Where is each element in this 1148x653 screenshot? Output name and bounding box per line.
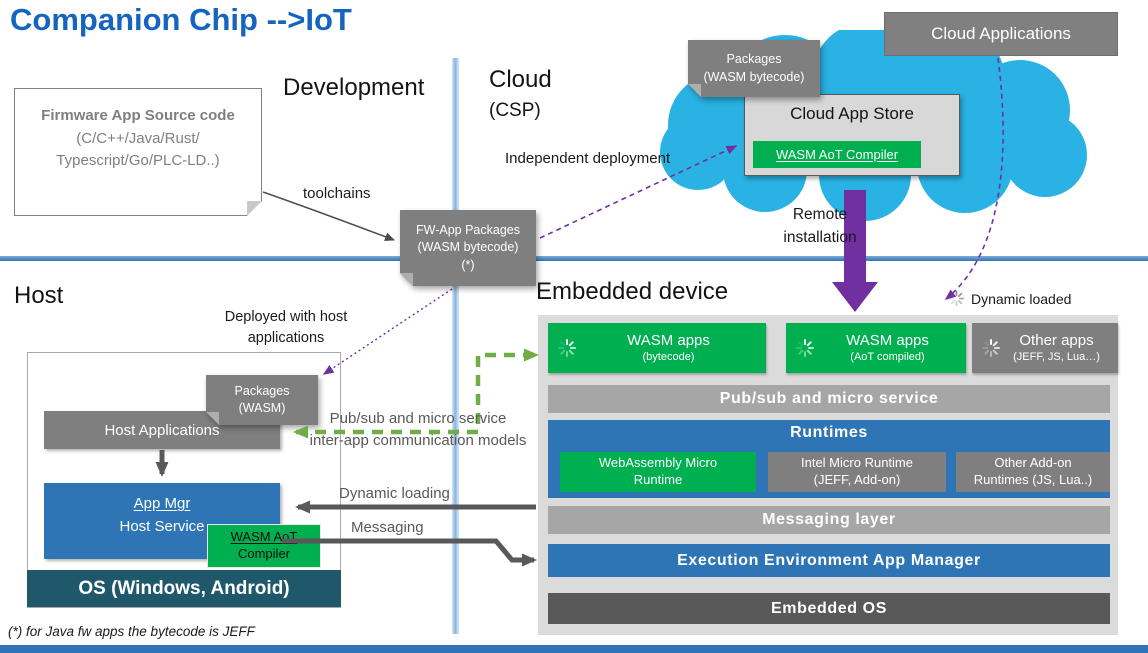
section-label-development: Development xyxy=(283,74,425,101)
independent-deployment-label: Independent deployment xyxy=(505,150,671,167)
exec-env-app-manager-bar: Execution Environment App Manager xyxy=(548,544,1110,577)
note-line: FW-App Packages xyxy=(416,222,520,237)
folded-corner-icon xyxy=(400,273,413,286)
exec-env-app-manager-label: Execution Environment App Manager xyxy=(677,551,981,569)
host-os-label: OS (Windows, Android) xyxy=(78,577,290,599)
remote-installation-label: Remote installation xyxy=(770,203,870,250)
cloud-wasm-aot-compiler-label: WASM AoT Compiler xyxy=(775,147,899,162)
messaging-label: Messaging xyxy=(351,519,424,536)
folded-corner-icon xyxy=(688,84,701,97)
note-line: (WASM) xyxy=(238,401,286,415)
installation-line: installation xyxy=(783,229,857,247)
divider-vertical xyxy=(452,58,459,634)
host-applications-label: Host Applications xyxy=(104,421,220,439)
app-box-subtitle: (bytecode) xyxy=(642,350,695,363)
section-label-csp: (CSP) xyxy=(489,100,541,121)
wasm-apps-bytecode-box: WASM apps (bytecode) xyxy=(548,323,766,373)
bottom-accent-bar xyxy=(0,645,1148,653)
deployed-with-host-label: Deployed with host applications xyxy=(200,307,372,349)
divider-horizontal xyxy=(0,256,1148,261)
runtimes-section: Runtimes WebAssembly Micro Runtime Intel… xyxy=(548,420,1110,498)
messaging-layer-bar: Messaging layer xyxy=(548,506,1110,534)
section-label-embedded-device: Embedded device xyxy=(536,278,729,305)
cloud-app-store-label: Cloud App Store xyxy=(790,104,914,123)
host-os-bar: OS (Windows, Android) xyxy=(27,570,341,607)
runtime-label: Runtime xyxy=(633,472,683,487)
loading-spinner-icon xyxy=(558,339,576,357)
deployed-line: applications xyxy=(247,330,325,347)
host-compiler-label: Compiler xyxy=(237,546,290,561)
runtime-label: Other Add-on xyxy=(994,455,1072,471)
cloud-applications-label: Cloud Applications xyxy=(931,24,1071,43)
firmware-source-langs-1: (C/C++/Java/Rust/ xyxy=(76,129,200,147)
remote-line: Remote xyxy=(792,206,848,223)
section-label-host: Host xyxy=(14,282,64,309)
runtime-label: Intel Micro Runtime xyxy=(801,455,913,471)
firmware-source-box-body: Firmware App Source code (C/C++/Java/Rus… xyxy=(14,88,262,216)
loading-spinner-icon xyxy=(948,290,965,307)
note-fw-app-packages-body: FW-App Packages (WASM bytecode) (*) xyxy=(400,210,536,286)
firmware-source-title: Firmware App Source code xyxy=(41,107,235,124)
runtime-wamr-box: WebAssembly Micro Runtime xyxy=(560,452,756,492)
loading-spinner-icon xyxy=(796,339,814,357)
note-fw-app-packages: FW-App Packages (WASM bytecode) (*) xyxy=(400,210,536,286)
note-packages-wasm-bytecode-body: Packages (WASM bytecode) xyxy=(688,40,820,97)
dynamic-loaded-label: Dynamic loaded xyxy=(971,290,1072,307)
footnote: (*) for Java fw apps the bytecode is JEF… xyxy=(8,624,255,639)
page-title: Companion Chip -->IoT xyxy=(10,2,352,37)
other-apps-box: Other apps (JEFF, JS, Lua…) xyxy=(972,323,1118,373)
messaging-layer-label: Messaging layer xyxy=(762,511,896,528)
note-line: Packages xyxy=(726,52,782,66)
cloud-wasm-aot-compiler-box: WASM AoT Compiler xyxy=(753,141,921,168)
runtime-other-box: Other Add-on Runtimes (JS, Lua..) xyxy=(956,452,1110,492)
note-line: (WASM bytecode) xyxy=(703,69,805,84)
runtime-label: WebAssembly Micro xyxy=(598,455,718,471)
note-packages-wasm-bytecode: Packages (WASM bytecode) xyxy=(688,40,820,97)
firmware-source-langs-2: Typescript/Go/PLC-LD..) xyxy=(56,152,220,169)
firmware-source-box: Firmware App Source code (C/C++/Java/Rus… xyxy=(14,88,262,216)
dynamic-loading-label: Dynamic loading xyxy=(339,485,450,502)
note-line: (*) xyxy=(461,257,475,272)
embedded-os-label: Embedded OS xyxy=(771,599,887,617)
host-wasm-aot-compiler-box: WASM AoT Compiler xyxy=(207,524,321,568)
app-box-subtitle: (JEFF, JS, Lua…) xyxy=(1013,350,1100,363)
folded-corner-icon xyxy=(206,412,219,425)
app-box-title: Other apps xyxy=(1019,331,1094,349)
host-wasm-aot-label: WASM AoT xyxy=(230,529,298,545)
runtime-intel-box: Intel Micro Runtime (JEFF, Add-on) xyxy=(768,452,946,492)
wasm-apps-aot-box: WASM apps (AoT compiled) xyxy=(786,323,966,373)
embedded-panel: WASM apps (bytecode) WASM apps (AoT comp… xyxy=(538,315,1118,635)
deployed-line: Deployed with host xyxy=(224,309,348,325)
host-service-label: Host Service xyxy=(119,517,205,535)
loading-spinner-icon xyxy=(982,339,1000,357)
app-box-title: WASM apps xyxy=(846,331,929,349)
app-box-subtitle: (AoT compiled) xyxy=(850,350,925,363)
section-label-cloud: Cloud xyxy=(489,66,552,93)
pubsub-models-line: inter-app communication models xyxy=(309,431,527,449)
app-box-title: WASM apps xyxy=(627,331,710,349)
pubsub-service-bar: Pub/sub and micro service xyxy=(548,385,1110,413)
note-line: Packages xyxy=(234,383,290,398)
folded-corner-icon xyxy=(247,201,262,216)
dynamic-loaded-row: Dynamic loaded xyxy=(948,290,1071,307)
toolchains-label: toolchains xyxy=(303,185,371,202)
runtime-label: (JEFF, Add-on) xyxy=(813,472,901,487)
cloud-applications-box: Cloud Applications xyxy=(884,12,1118,56)
note-line: (WASM bytecode) xyxy=(417,240,519,255)
runtime-label: Runtimes (JS, Lua..) xyxy=(973,472,1093,487)
embedded-os-bar: Embedded OS xyxy=(548,593,1110,624)
app-mgr-label: App Mgr xyxy=(133,495,191,512)
pubsub-models-line: Pub/sub and micro service xyxy=(329,410,507,427)
cloud-app-store-box: Cloud App Store WASM AoT Compiler xyxy=(744,94,960,176)
pubsub-service-label: Pub/sub and micro service xyxy=(719,390,939,407)
runtimes-label: Runtimes xyxy=(790,424,868,441)
pubsub-models-label: Pub/sub and micro service inter-app comm… xyxy=(296,408,540,452)
